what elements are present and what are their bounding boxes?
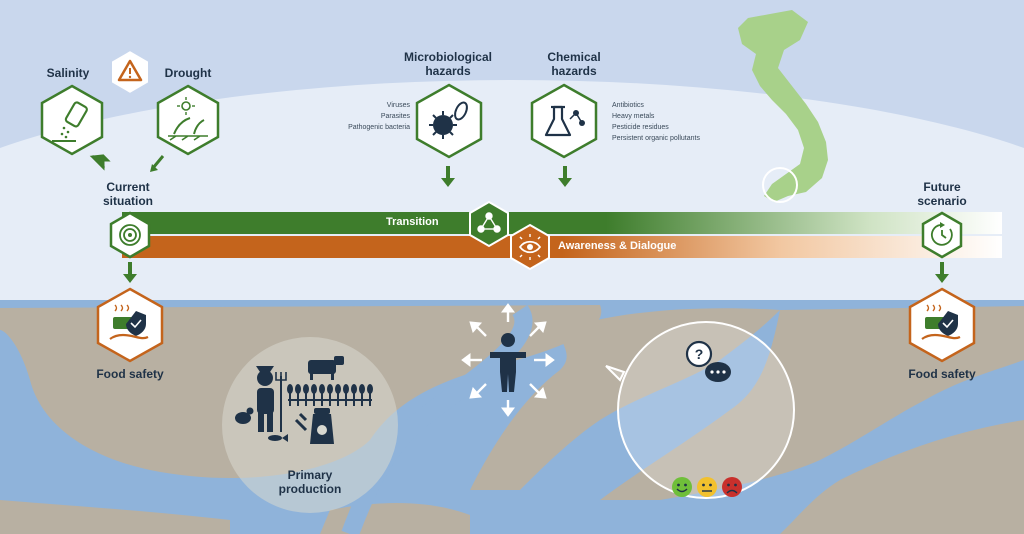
salt-shaker-icon	[40, 84, 104, 156]
microbiological-hazards-label: Microbiological hazards	[403, 50, 492, 79]
transition-bar	[122, 212, 1002, 234]
chem-item: Antibiotics	[612, 102, 644, 109]
future-scenario-label: Future scenario	[917, 180, 967, 209]
food-safety-icon-right	[908, 287, 976, 363]
chemical-list: Antibiotics Heavy metals Pesticide resid…	[612, 101, 762, 144]
arrows	[89, 154, 949, 283]
arrow-salinity	[89, 154, 111, 171]
svg-text:?: ?	[695, 346, 704, 362]
food-safety-icon-left	[96, 287, 164, 363]
vietnam-map-icon	[738, 10, 828, 203]
arrow-drought	[151, 155, 165, 169]
smiley-icon-neutral	[697, 477, 717, 497]
microbiological-list: Viruses Parasites Pathogenic bacteria	[318, 101, 410, 134]
drought-plant-icon	[156, 84, 220, 156]
land-bottom-right	[780, 420, 1024, 534]
chem-item: Heavy metals	[612, 112, 655, 120]
awareness-bar	[122, 236, 1002, 258]
smiley-icon-happy	[672, 477, 692, 497]
target-icon	[109, 211, 151, 259]
food-safety-right-label: Food safety	[908, 367, 976, 381]
land-bottom-left	[0, 500, 230, 534]
question-speech-icon: ?	[605, 321, 795, 499]
network-icon	[469, 200, 509, 248]
awareness-dialogue-label: Awareness & Dialogue	[558, 240, 677, 252]
transition-label: Transition	[386, 216, 439, 228]
current-situation-label: Current situation	[103, 180, 153, 209]
micro-item: Parasites	[380, 112, 410, 120]
salinity-label: Salinity	[46, 66, 90, 80]
food-safety-left-label: Food safety	[96, 367, 164, 381]
warning-icon	[110, 48, 150, 96]
person-icon	[461, 303, 555, 417]
smiley-icon-sad	[722, 477, 742, 497]
lab-flask-icon	[530, 83, 598, 159]
land-right	[600, 306, 1024, 500]
micro-item: Viruses	[386, 102, 410, 109]
farmer-icon	[222, 337, 398, 513]
eye-icon	[510, 223, 550, 271]
chem-item: Pesticide residues	[612, 123, 669, 131]
chemical-hazards-label: Chemical hazards	[547, 50, 601, 79]
micro-item: Pathogenic bacteria	[348, 123, 410, 131]
clock-icon	[921, 211, 963, 259]
primary-production-label: Primary production	[278, 468, 342, 497]
chem-item: Persistent organic pollutants	[612, 134, 700, 142]
drought-label: Drought	[164, 66, 212, 80]
virus-icon	[415, 83, 483, 159]
